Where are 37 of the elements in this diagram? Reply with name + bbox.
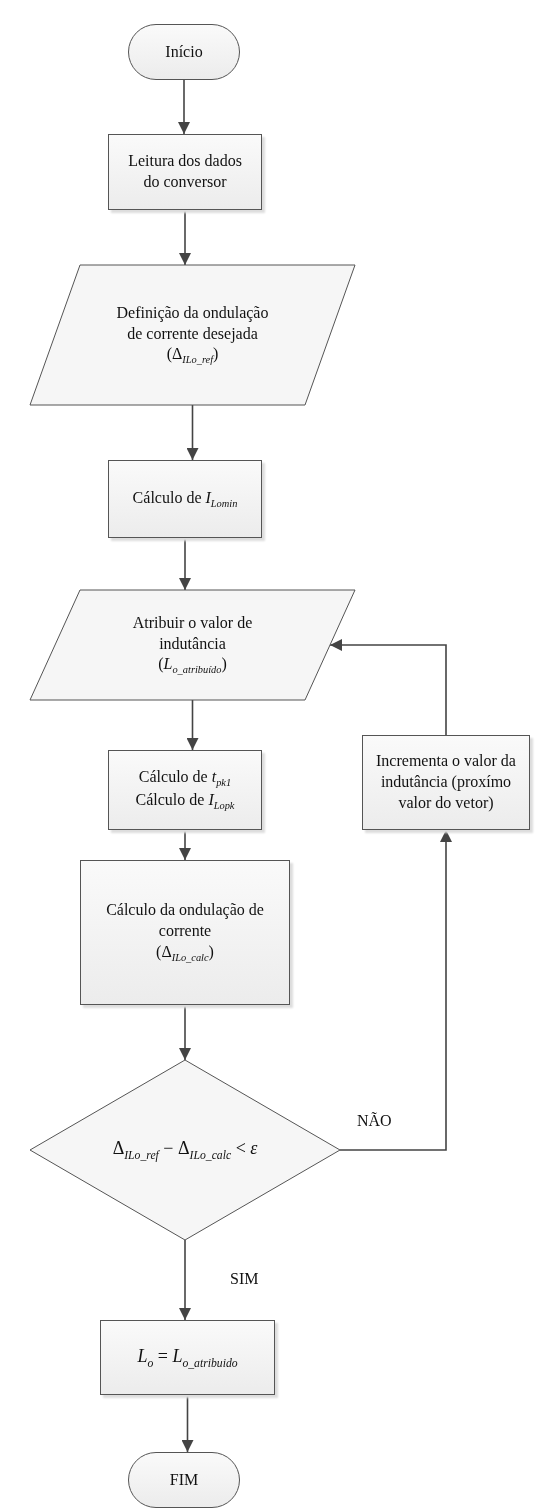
node-text: Leitura dos dados do conversor: [127, 151, 243, 192]
node-text: (L$_{o_atribuído}$): [158, 654, 227, 678]
arrow: [179, 829, 191, 861]
arrow: [179, 537, 191, 591]
process-box: [362, 735, 530, 830]
input-parallelogram: [30, 265, 355, 405]
process-box: [80, 860, 290, 1005]
node-text: (Δ$_{ILo_calc}$): [156, 941, 214, 965]
node-text: Definição da ondulação de corrente desejada: [115, 302, 270, 345]
node-text: Cálculo de t$_{pk1}$: [138, 767, 232, 790]
formula: Δ$_{ILo_ref}$ − Δ$_{ILo_calc}$ < ε: [112, 1137, 258, 1163]
process-box: [108, 460, 262, 538]
node-text: FIM: [169, 1469, 199, 1490]
node-text: Incrementa o valor da indutância (proxímo valor do vetor): [375, 751, 517, 813]
arrow: [329, 639, 447, 736]
arrow: [181, 1394, 194, 1453]
arrow: [178, 79, 190, 135]
formula: L$_{o}$ = L$_{o_atribuido}$: [137, 1344, 238, 1371]
arrow: [186, 404, 199, 461]
input-parallelogram: [30, 590, 355, 700]
arrow: [186, 699, 199, 751]
end-terminal: [128, 1452, 240, 1508]
node-text: (Δ$_{ILo_ref}$): [166, 344, 219, 368]
arrow: [179, 209, 191, 266]
node-text: Cálculo da ondulação de corrente: [105, 900, 265, 942]
arrow: [179, 1239, 191, 1321]
start-terminal: [128, 24, 240, 80]
process-box: [100, 1320, 275, 1395]
decision-diamond: [30, 1060, 340, 1240]
arrow: [339, 829, 452, 1151]
node-text: Cálculo de I$_{Lomin}$: [132, 487, 238, 511]
arrow: [179, 1004, 191, 1061]
node-text: Início: [165, 41, 203, 62]
process-box: [108, 134, 262, 210]
node-text: Cálculo de I$_{Lopk}$: [135, 790, 235, 813]
node-text: Atribuir o valor de indutância: [131, 612, 254, 654]
process-box: [108, 750, 262, 830]
